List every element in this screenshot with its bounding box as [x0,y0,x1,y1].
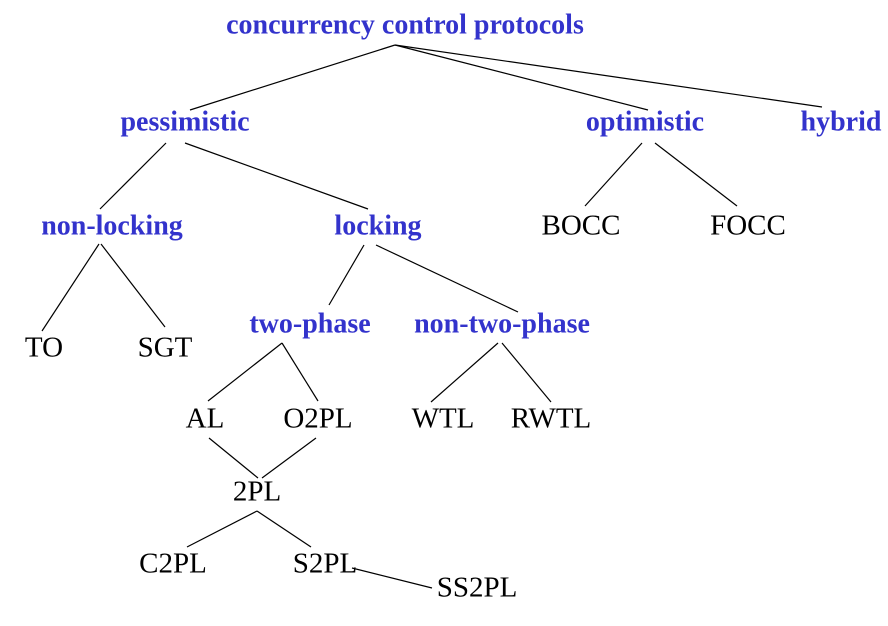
edge-pessimistic-to-non-locking [99,142,167,210]
edge-non-locking-to-sgt [100,243,166,328]
edge-root-to-pessimistic [189,44,396,111]
edge-optimistic-to-focc [654,142,738,207]
edge-two-phase-to-al [207,342,283,402]
edge-2pl-to-s2pl [256,510,312,548]
node-two-phase: two-phase [249,308,370,339]
node-sgt: SGT [138,332,193,364]
edge-pessimistic-to-locking [184,142,369,210]
edge-non-locking-to-to [41,243,100,332]
node-root: concurrency control protocols [226,9,584,40]
node-hybrid: hybrid [801,106,882,137]
node-non-locking: non-locking [41,210,183,241]
node-non-two-phase: non-two-phase [414,308,590,339]
edge-root-to-hybrid [394,44,823,108]
edge-two-phase-to-o2pl [281,342,319,402]
node-c2pl: C2PL [139,548,207,580]
edge-s2pl-to-ss2pl [351,567,433,589]
edge-non-two-phase-to-wtl [430,342,499,403]
node-al: AL [186,403,225,435]
edge-locking-to-non-two-phase [375,244,519,313]
node-ss2pl: SS2PL [437,572,518,604]
diagram-edges [41,44,823,589]
node-locking: locking [334,210,421,241]
node-optimistic: optimistic [586,106,704,137]
edge-o2pl-to-2pl [261,437,317,479]
node-to: TO [25,332,63,364]
node-s2pl: S2PL [293,548,357,580]
node-o2pl: O2PL [283,403,352,435]
node-wtl: WTL [412,403,475,435]
diagram-node-labels: concurrency control protocols pessimistic… [25,9,882,603]
edge-optimistic-to-bocc [584,142,643,207]
node-pessimistic: pessimistic [120,106,249,137]
node-focc: FOCC [710,210,786,242]
edge-2pl-to-c2pl [186,510,258,548]
node-bocc: BOCC [542,210,621,242]
edge-non-two-phase-to-rwtl [501,342,552,403]
edge-root-to-optimistic [394,44,649,111]
edge-locking-to-two-phase [328,244,365,306]
node-rwtl: RWTL [511,403,592,435]
node-2pl: 2PL [233,476,281,508]
edge-al-to-2pl [208,437,259,479]
